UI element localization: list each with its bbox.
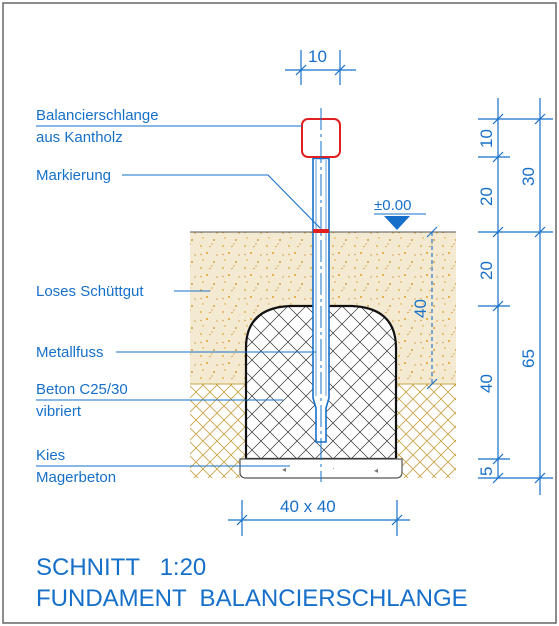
label-kies: Kies	[36, 447, 65, 464]
dim-10-text: 10	[477, 129, 496, 148]
dim-40-lower-text: 40	[477, 374, 496, 393]
label-beton: Beton C25/30	[36, 381, 128, 398]
level-text: ±0.00	[374, 197, 411, 214]
dimension-foundation-size	[228, 500, 410, 536]
label-magerbeton: Magerbeton	[36, 469, 116, 486]
dimension-embed-40	[426, 226, 438, 390]
title-scale: SCHNITT 1:20	[36, 554, 206, 581]
dim-20-lower-text: 20	[477, 261, 496, 280]
title-main: FUNDAMENT BALANCIERSCHLANGE	[36, 585, 468, 612]
dim-top-width-text: 10	[308, 47, 327, 66]
dimension-chain-inner	[478, 98, 510, 484]
lean-concrete: ◂ · ◂	[239, 458, 403, 479]
label-metallfuss: Metallfuss	[36, 344, 104, 361]
dimension-top-width	[285, 50, 356, 85]
level-marker	[374, 213, 426, 230]
marking-point	[313, 229, 329, 233]
dim-5-text: 5	[477, 467, 496, 476]
dim-foundation-size-text: 40 x 40	[280, 497, 336, 516]
label-loses-schuettgut: Loses Schüttgut	[36, 283, 144, 300]
label-balancierschlange: Balancierschlange	[36, 107, 159, 124]
label-markierung: Markierung	[36, 167, 111, 184]
leader-lines	[36, 125, 321, 467]
svg-text:◂: ◂	[282, 465, 286, 474]
dim-65-text: 65	[519, 349, 538, 368]
label-vibriert: vibriert	[36, 403, 82, 420]
dim-embed-40-text: 40	[411, 299, 430, 318]
dim-20-upper-text: 20	[477, 187, 496, 206]
dim-30-text: 30	[519, 167, 538, 186]
svg-text:◂: ◂	[374, 466, 378, 475]
dimension-chain-outer	[510, 98, 553, 495]
label-aus-kantholz: aus Kantholz	[36, 129, 123, 146]
svg-text:·: ·	[332, 464, 335, 473]
